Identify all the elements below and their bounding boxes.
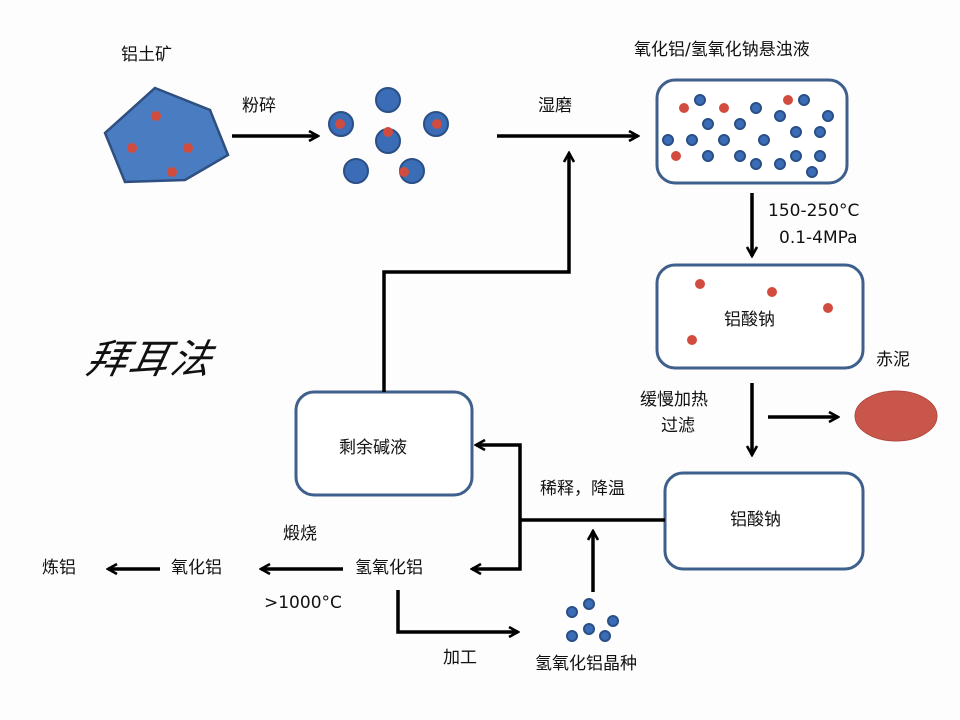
red-mud-label: 赤泥 (876, 350, 910, 370)
blue-particle (758, 134, 770, 146)
seed-particle (583, 623, 595, 635)
bauxite-ore-shape (103, 86, 230, 184)
impurity-particle (432, 119, 442, 129)
seed-particle (607, 615, 619, 627)
dilute-label: 稀释，降温 (540, 479, 625, 499)
seed-particle (566, 630, 578, 642)
smelting-label: 炼铝 (42, 558, 76, 578)
seed-particle (566, 606, 578, 618)
blue-particle (806, 166, 818, 178)
arrow-recycle-alkali (382, 153, 569, 392)
blue-particle (694, 94, 706, 106)
aluminum-hydroxide-label: 氢氧化铝 (355, 558, 423, 578)
red-mud-shape (854, 390, 938, 442)
blue-particle (790, 150, 802, 162)
blue-particle (750, 102, 762, 114)
sodium-aluminate-1-label: 铝酸钠 (724, 310, 775, 330)
alumina-label: 氧化铝 (171, 558, 222, 578)
arrow-to-aluminum-hydroxide (472, 520, 522, 569)
red-particle (823, 303, 833, 313)
arrow-to-residual-alkali (476, 445, 522, 520)
impurity-particle (167, 167, 177, 177)
calcine-temp-label: >1000°C (264, 593, 342, 613)
sodium-aluminate-box-1 (655, 263, 865, 370)
seed-particle (583, 598, 595, 610)
wet-grind-label: 湿磨 (538, 96, 572, 116)
red-particle (719, 103, 729, 113)
impurity-particle (183, 143, 193, 153)
crushed-particle (375, 87, 401, 113)
blue-particle (822, 110, 834, 122)
red-particle (767, 287, 777, 297)
red-particle (687, 335, 697, 345)
impurity-particle (127, 143, 137, 153)
bauxite-label: 铝土矿 (121, 45, 172, 65)
impurity-particle (335, 119, 345, 129)
blue-particle (662, 134, 674, 146)
blue-particle (702, 150, 714, 162)
suspension-label: 氧化铝/氢氧化钠悬浊液 (634, 40, 810, 60)
red-particle (671, 151, 681, 161)
blue-particle (774, 110, 786, 122)
blue-particle (814, 126, 826, 138)
calcine-label: 煅烧 (283, 524, 317, 544)
blue-particle (734, 150, 746, 162)
residual-alkali-label: 剩余碱液 (339, 438, 407, 458)
arrow-process (396, 590, 518, 632)
red-particle (695, 279, 705, 289)
digestion-temp-label: 150-250°C (768, 201, 860, 221)
sodium-aluminate-2-label: 铝酸钠 (730, 510, 781, 530)
blue-particle (718, 134, 730, 146)
filter-label-1: 缓慢加热 (640, 390, 708, 410)
impurity-particle (383, 127, 393, 137)
blue-particle (814, 150, 826, 162)
blue-particle (702, 118, 714, 130)
blue-particle (790, 126, 802, 138)
process-label: 加工 (443, 648, 477, 668)
impurity-particle (399, 167, 409, 177)
blue-particle (750, 158, 762, 170)
red-particle (679, 103, 689, 113)
impurity-particle (151, 111, 161, 121)
crushed-particle (343, 158, 369, 184)
digestion-pressure-label: 0.1-4MPa (779, 228, 858, 248)
blue-particle (686, 134, 698, 146)
blue-particle (798, 94, 810, 106)
blue-particle (734, 118, 746, 130)
process-title: 拜耳法 (82, 337, 219, 383)
seed-particle (599, 630, 611, 642)
crush-label: 粉碎 (242, 96, 276, 116)
blue-particle (774, 158, 786, 170)
seed-label: 氢氧化铝晶种 (535, 654, 637, 674)
red-particle (783, 95, 793, 105)
filter-label-2: 过滤 (661, 416, 695, 436)
